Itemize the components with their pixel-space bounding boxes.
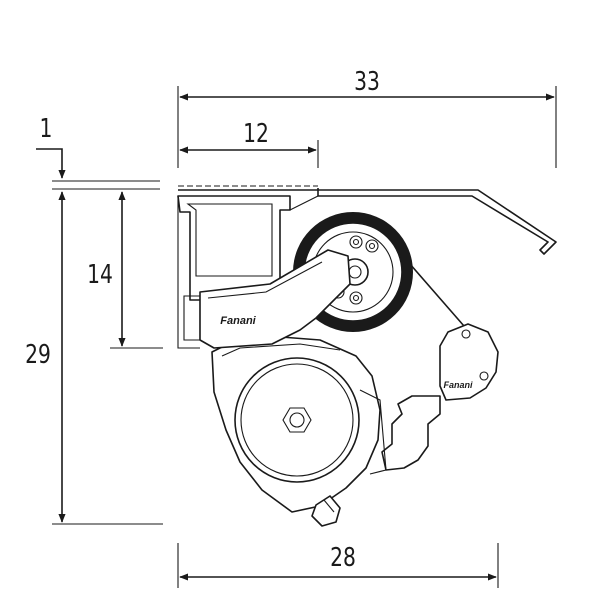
- roller-bolt-2: [365, 239, 379, 253]
- front-bar: Fanani: [359, 247, 499, 475]
- swing-arm-body: [199, 249, 351, 349]
- drive-nut: [282, 407, 312, 433]
- dimension-label-33: 33: [354, 67, 380, 97]
- roller-bolt-2-core: [368, 242, 376, 250]
- back-extrusion-inner: [186, 203, 273, 277]
- drive-housing: [211, 335, 381, 527]
- front-bar-body: [381, 395, 441, 471]
- drive-wheel-outer: [234, 357, 360, 483]
- dimension-29: 29: [25, 191, 163, 525]
- dimension-1: 1: [36, 114, 160, 190]
- roller-bolt-1-core: [352, 238, 360, 246]
- dimension-label-1: 1: [40, 114, 53, 144]
- roller-bolt-1: [349, 235, 363, 249]
- front-bar-pin: [461, 329, 471, 339]
- dimension-label-12: 12: [243, 119, 269, 149]
- top-cover: [178, 188, 557, 255]
- dimension-label-29: 29: [25, 340, 51, 370]
- dimension-label-28: 28: [330, 543, 356, 573]
- swing-arm: Fanani: [199, 249, 351, 349]
- front-bar-head: [439, 323, 499, 401]
- dimension-14: 14: [87, 191, 163, 349]
- lower-channel: [183, 295, 201, 341]
- dimension-33: 33: [177, 67, 557, 168]
- brand-logo-small: Fanani: [443, 380, 473, 390]
- front-bar-link: [359, 389, 387, 475]
- front-bar-screw: [479, 371, 489, 381]
- dimension-label-14: 14: [87, 260, 113, 290]
- fabric-line: [395, 247, 465, 327]
- roller-bolt-4: [349, 291, 363, 305]
- swing-arm-inner-edge: [207, 261, 323, 299]
- dimension-12: 12: [179, 119, 319, 168]
- dimension-28: 28: [177, 543, 499, 588]
- back-wall: [177, 196, 200, 349]
- drive-wheel-inner: [240, 363, 354, 477]
- dimension-arrow-1: [36, 148, 66, 179]
- bottom-connector-detail: [323, 499, 335, 513]
- bottom-connector: [311, 495, 341, 527]
- drive-housing-rim: [221, 343, 341, 357]
- drive-axle: [289, 412, 305, 428]
- brand-logo-main: Fanani: [220, 315, 256, 327]
- extrusion-brace: [289, 195, 319, 211]
- roller-bolt-4-core: [352, 294, 360, 302]
